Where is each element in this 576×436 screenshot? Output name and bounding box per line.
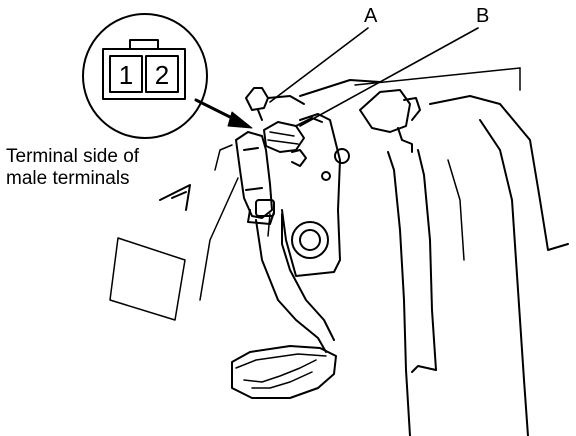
terminal-label-2: 2 [155, 60, 169, 90]
terminal-label-1: 1 [119, 60, 133, 90]
pedal-pad [231, 345, 337, 399]
caption-line-2: male terminals [6, 168, 130, 189]
pedal-bracket-frame [359, 89, 569, 436]
connector-b [263, 117, 323, 153]
leader-line-b [299, 27, 479, 127]
pedal-switch-assembly [235, 131, 307, 225]
terminal-side-caption: Terminal side of male terminals [6, 146, 139, 190]
callout-label-b: B [476, 5, 490, 27]
leader-line-a [269, 27, 369, 103]
caption-line-1: Terminal side of [6, 146, 140, 167]
clutch-pedal [231, 113, 350, 399]
inset-circle [82, 13, 208, 139]
callout-label-a: A [364, 5, 378, 27]
pivot-bolt [334, 148, 350, 164]
terminal-cavity-2 [145, 55, 179, 93]
connector-a [245, 87, 305, 121]
connector-latch [129, 39, 159, 50]
inset-pointer-arrow [194, 98, 253, 129]
terminal-cavity-1 [109, 55, 143, 93]
body-panel-lines [109, 67, 521, 321]
pivot-boss [291, 221, 329, 259]
connector-inset: 1 2 [82, 13, 208, 139]
connector-housing [102, 48, 186, 100]
